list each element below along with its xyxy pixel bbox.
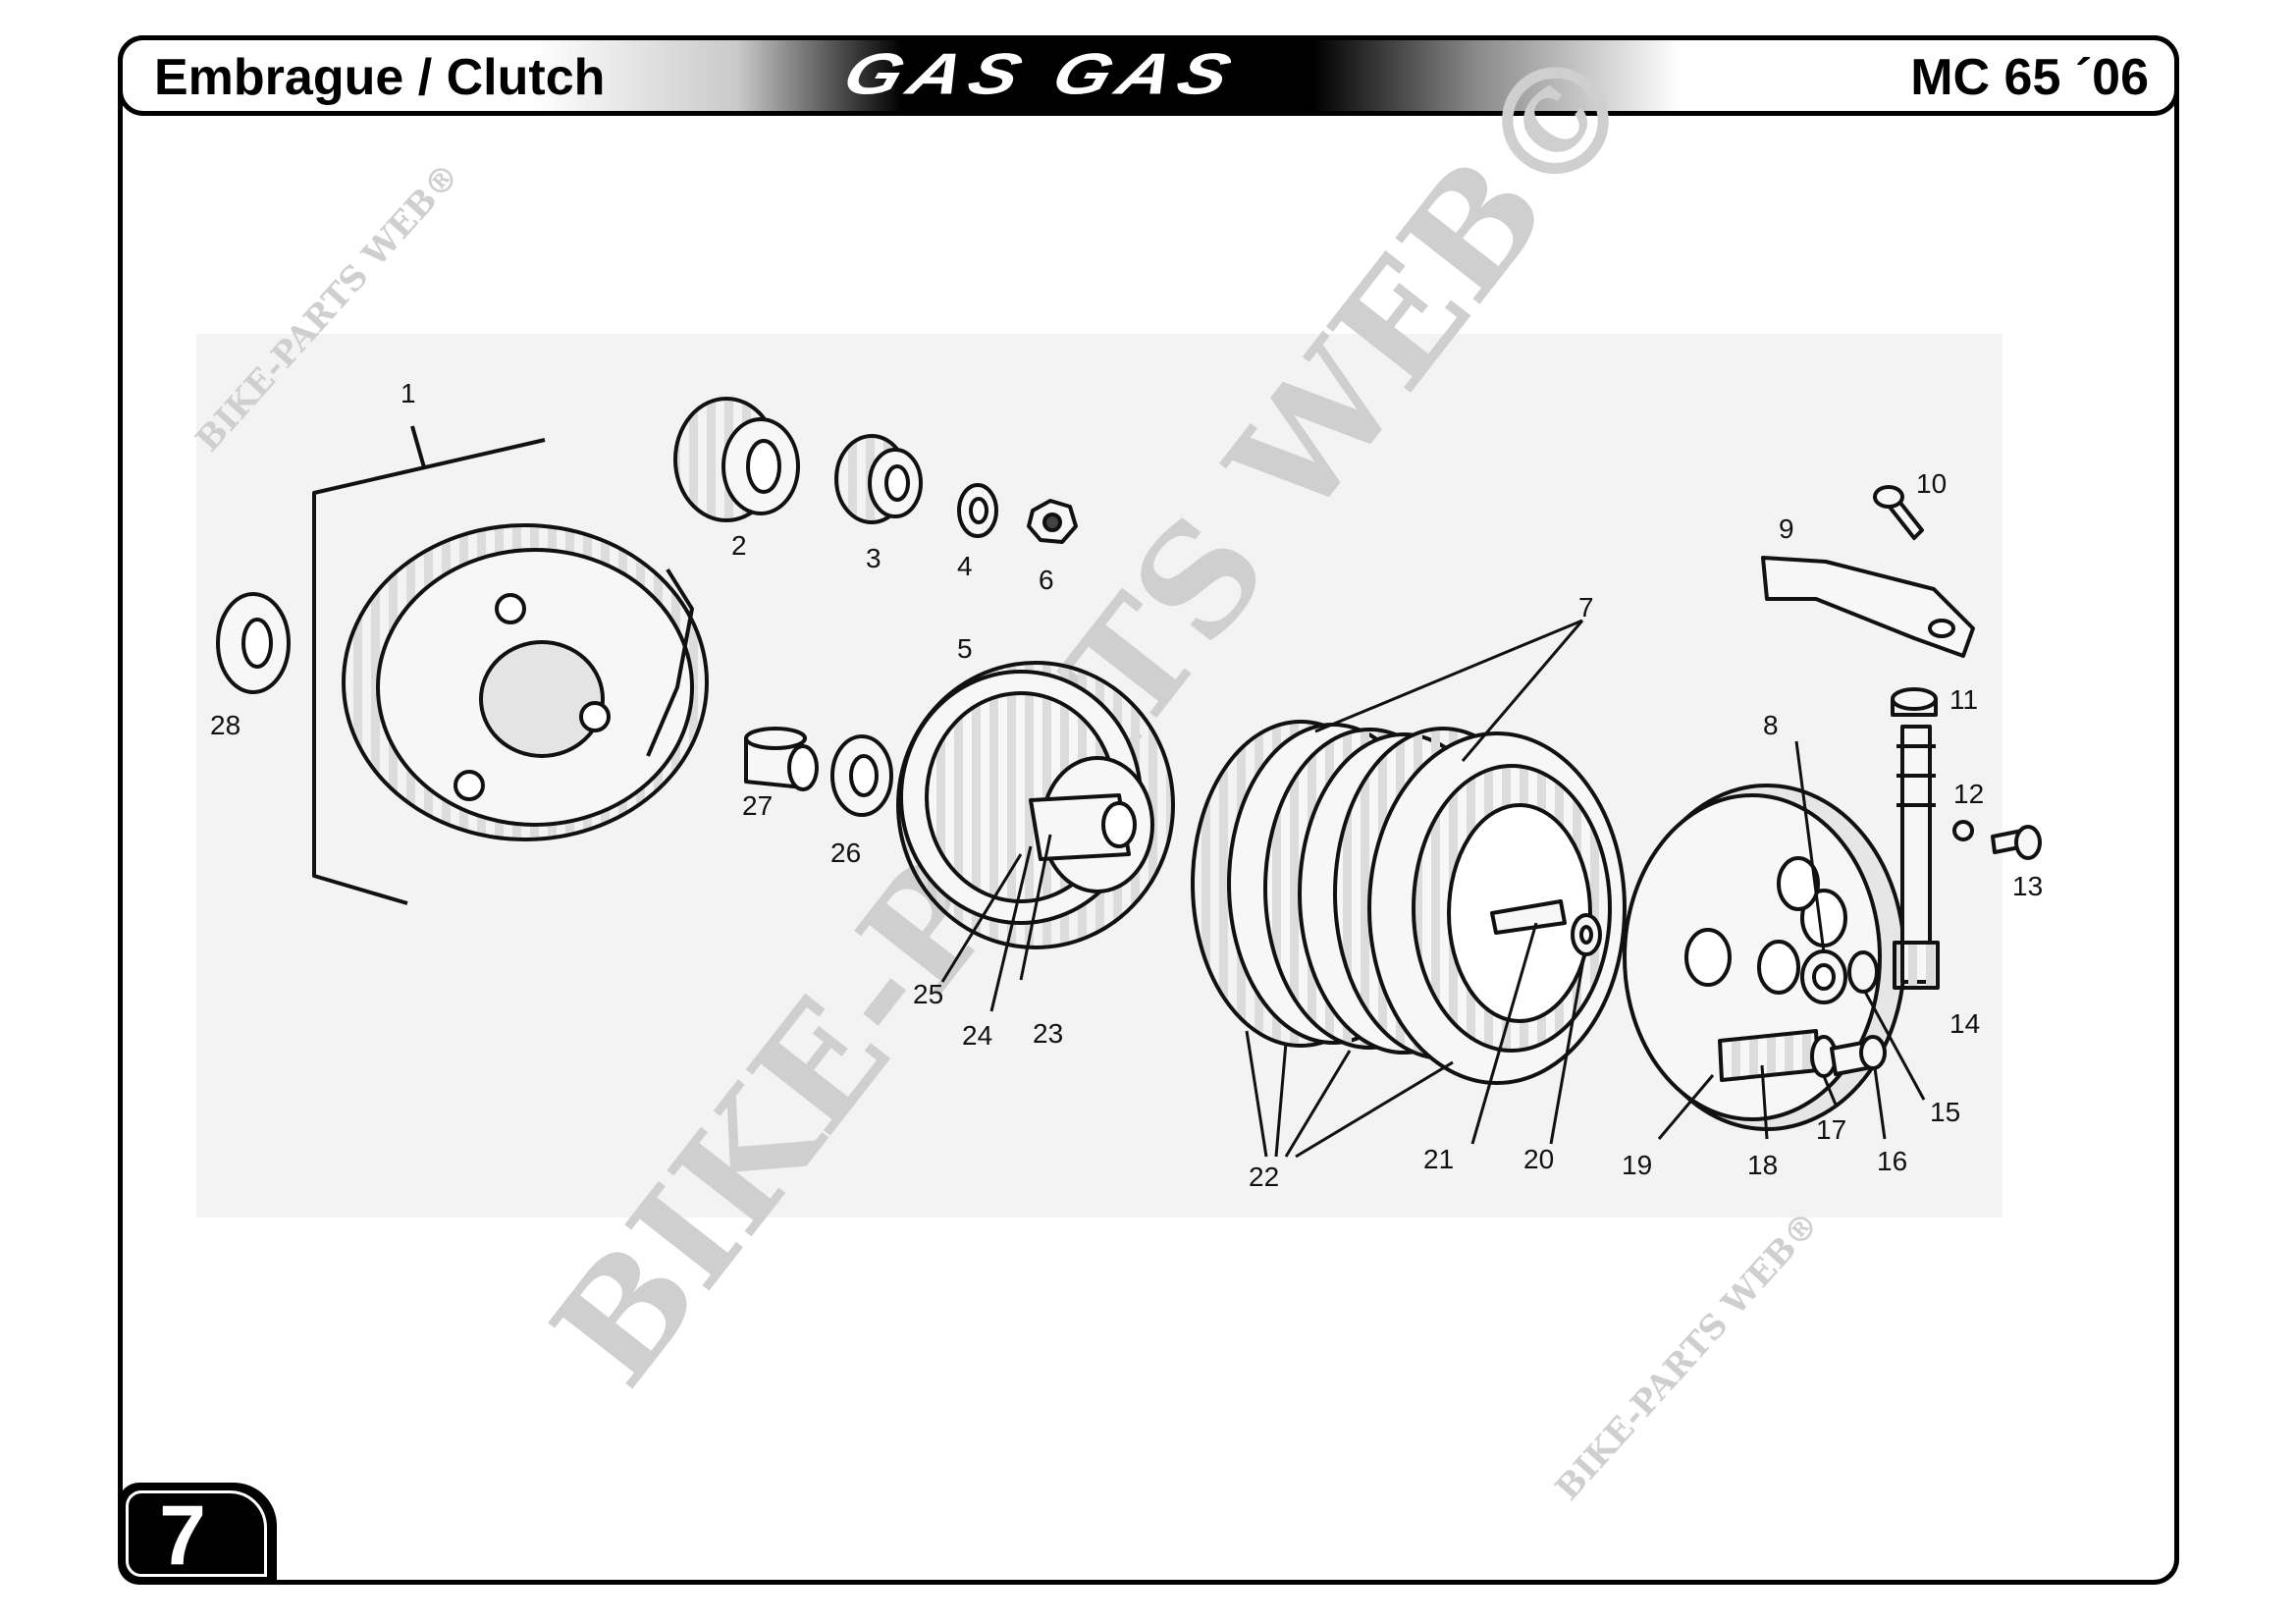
part-10-bolt: [1873, 485, 1924, 540]
model-label: MC 65 ´06: [1910, 49, 2149, 106]
part-26-washer: [830, 734, 893, 817]
part-8-washer: [1800, 949, 1847, 1004]
part-3-gear: [834, 434, 923, 524]
callout-14: 14: [1949, 1008, 1980, 1039]
part-27-sleeve: [744, 727, 819, 791]
part-9-lever: [1761, 556, 1975, 658]
part-2-gear: [673, 397, 800, 522]
header-bar: Embrague / Clutch GAS GAS MC 65 ´06: [118, 35, 2179, 116]
part-12-washer: [1952, 820, 1974, 841]
callout-7: 7: [1578, 592, 1594, 622]
page-title: Embrague / Clutch: [154, 49, 606, 106]
callout-27: 27: [742, 790, 773, 821]
part-1-bracket: [312, 425, 546, 905]
callout-19: 19: [1622, 1150, 1652, 1180]
callout-28: 28: [210, 710, 240, 740]
callout-2: 2: [731, 530, 747, 561]
callout-23: 23: [1033, 1018, 1063, 1049]
callout-17: 17: [1816, 1114, 1846, 1145]
part-6-nut: [1027, 499, 1078, 544]
part-5-clutch-hub: [896, 661, 1175, 949]
callout-24: 24: [962, 1020, 992, 1051]
part-18-spring: [1718, 1029, 1820, 1082]
callout-10: 10: [1916, 468, 1947, 499]
callout-9: 9: [1779, 514, 1794, 544]
parts-7-22-friction-plates: [1191, 720, 1627, 1085]
leader-lines: [940, 619, 1926, 1159]
part-28-washer: [216, 592, 291, 694]
callout-16: 16: [1877, 1146, 1907, 1176]
callout-18: 18: [1747, 1150, 1778, 1180]
callout-6: 6: [1039, 565, 1054, 595]
watermark-small-bottom: BIKE-PARTS WEB®: [1548, 1204, 1827, 1508]
callout-3: 3: [866, 543, 881, 573]
part-16-bolt: [1830, 1035, 1887, 1076]
callout-22: 22: [1249, 1162, 1279, 1192]
callout-21: 21: [1423, 1144, 1454, 1174]
part-4-washer: [957, 483, 998, 538]
callout-25: 25: [913, 979, 943, 1009]
callout-1: 1: [400, 378, 416, 408]
part-1-clutch-housing: [342, 523, 709, 841]
callout-20: 20: [1523, 1144, 1554, 1174]
part-15-circlip: [1847, 950, 1879, 994]
part-13-bolt: [1991, 825, 2042, 860]
callout-4: 4: [957, 551, 973, 581]
callout-8: 8: [1763, 710, 1779, 740]
callout-13: 13: [2012, 871, 2043, 901]
part-11-seal: [1891, 687, 1938, 717]
callout-15: 15: [1930, 1097, 1960, 1127]
part-14-shaft: [1893, 725, 1940, 990]
part-20-washer: [1571, 913, 1602, 956]
part-21-pushrod: [1490, 899, 1567, 935]
callout-5: 5: [957, 633, 973, 664]
callout-12: 12: [1953, 779, 1984, 809]
callout-labels: 1 2 3 4 5 6 7 8 9 10 11 12 13 14 15 16 1…: [210, 378, 2043, 1192]
page-number: 7: [159, 1488, 206, 1583]
callout-26: 26: [830, 838, 861, 868]
part-19-pressure-plate: [1623, 784, 1906, 1131]
page-number-tab: 7: [118, 1483, 277, 1585]
callout-11: 11: [1949, 684, 1978, 715]
